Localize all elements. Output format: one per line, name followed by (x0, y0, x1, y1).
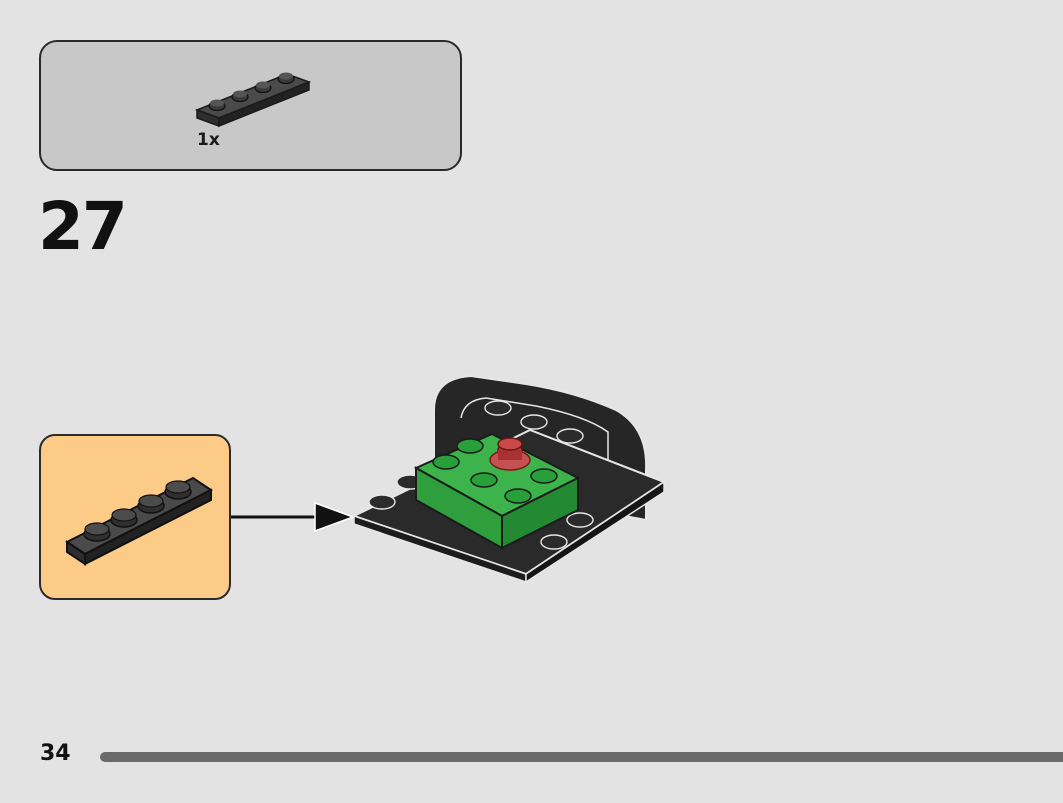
plate-1x4-icon (194, 72, 311, 128)
placement-arrow-icon (231, 501, 356, 533)
model-assembly (351, 374, 667, 584)
part-quantity: 1x (197, 130, 220, 150)
sub-step-callout (39, 434, 231, 600)
progress-bar (100, 752, 1063, 762)
step-number: 27 (38, 188, 128, 265)
parts-list-box: 1x (39, 40, 462, 171)
plate-1x4-callout-icon (65, 476, 213, 566)
page-number: 34 (40, 741, 71, 766)
